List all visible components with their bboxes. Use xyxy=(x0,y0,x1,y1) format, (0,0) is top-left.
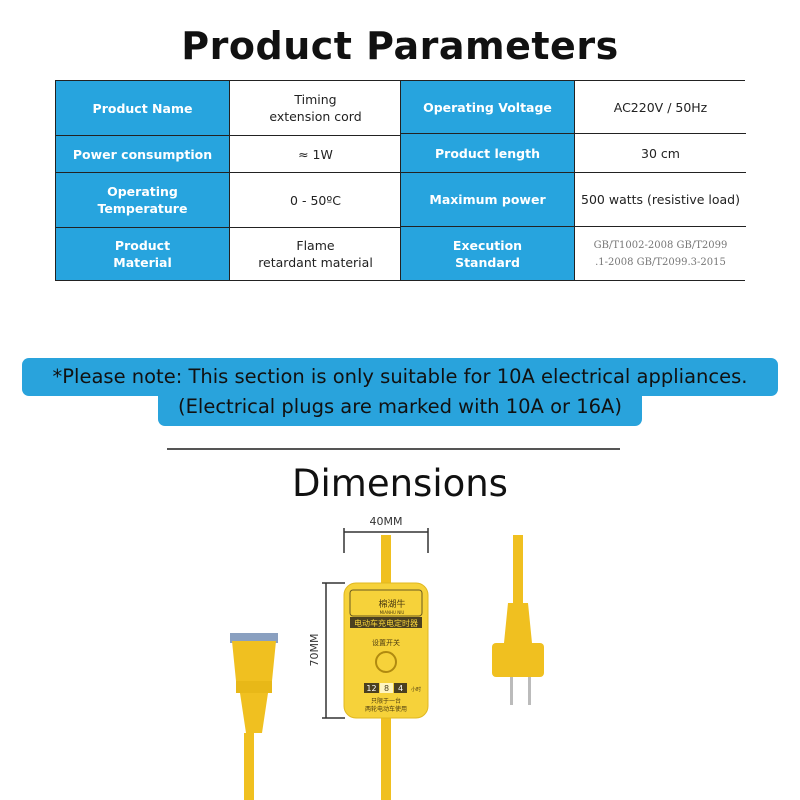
height-label: 70MM xyxy=(308,634,321,667)
timer-device: 棉湖牛 MIANHU NIU 电动车充电定时器 设置开关 12 8 4 小时 只… xyxy=(343,582,429,719)
switch-label: 设置开关 xyxy=(372,638,400,647)
param-label: Product Name xyxy=(56,81,229,136)
param-label: Product Material xyxy=(56,228,229,280)
hour-4: 4 xyxy=(398,684,403,693)
height-dimension xyxy=(322,582,345,719)
param-label: Operating Temperature xyxy=(56,173,229,228)
socket-end xyxy=(230,633,278,800)
brand: 棉湖牛 xyxy=(378,598,405,610)
param-label: Maximum power xyxy=(401,173,574,227)
set-switch-button[interactable] xyxy=(375,651,397,673)
device-name: 电动车充电定时器 xyxy=(354,618,418,628)
plug-end xyxy=(492,535,544,705)
param-label: Power consumption xyxy=(56,136,229,173)
dimensions-title: Dimensions xyxy=(292,462,508,505)
brand-sub: MIANHU NIU xyxy=(380,610,405,615)
page-title: Product Parameters xyxy=(181,24,619,68)
params-table-right: Operating Voltage AC220V / 50Hz Product … xyxy=(400,80,746,281)
param-value: Timing extension cord xyxy=(229,81,401,136)
param-value: 30 cm xyxy=(574,134,746,173)
usage-line-1: 只限于一台 xyxy=(371,697,401,705)
note-line-1: *Please note: This section is only suita… xyxy=(22,358,778,396)
width-label: 40MM xyxy=(370,515,403,528)
hours-unit: 小时 xyxy=(411,686,421,693)
param-value: 0 - 50ºC xyxy=(229,173,401,228)
param-value: AC220V / 50Hz xyxy=(574,81,746,134)
param-label: Execution Standard xyxy=(401,227,574,280)
usage-line-2: 两轮电动车使用 xyxy=(365,705,407,713)
param-value: Flame retardant material xyxy=(229,228,401,280)
hour-8: 8 xyxy=(384,684,389,693)
hour-12: 12 xyxy=(366,684,376,693)
product-illustration: 40MM 70MM 棉湖牛 MIANHU NIU 电动车充电定时器 设置开关 1… xyxy=(230,515,544,800)
param-value: 500 watts (resistive load) xyxy=(574,173,746,227)
note-line-2: (Electrical plugs are marked with 10A or… xyxy=(158,394,642,426)
width-dimension xyxy=(343,528,429,553)
param-label: Operating Voltage xyxy=(401,81,574,134)
params-table-left: Product Name Timing extension cord Power… xyxy=(55,80,401,281)
param-value: GB/T1002-2008 GB/T2099 .1-2008 GB/T2099.… xyxy=(574,227,746,280)
param-label: Product length xyxy=(401,134,574,173)
param-value: ≈ 1W xyxy=(229,136,401,173)
divider xyxy=(167,448,620,450)
